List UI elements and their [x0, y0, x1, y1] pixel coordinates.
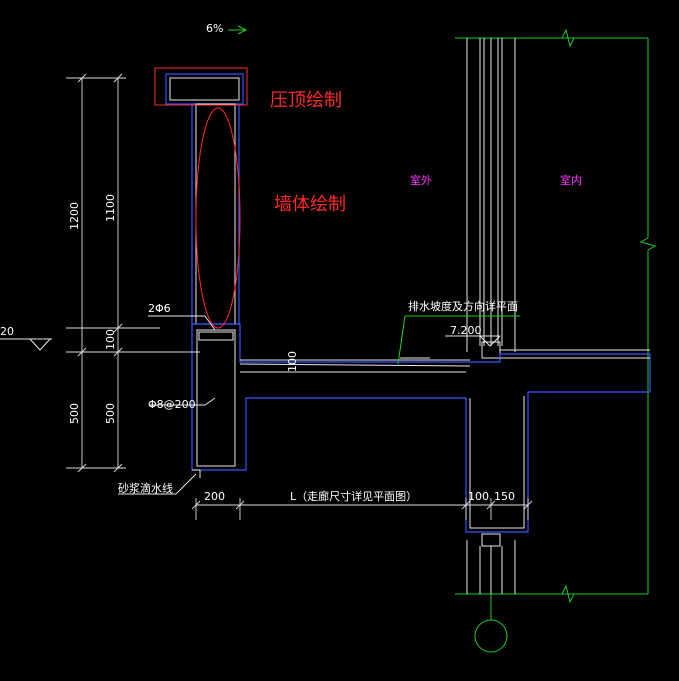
- dim-500-outer: 500: [68, 403, 81, 424]
- elevation-label: 7.200: [450, 324, 482, 337]
- drain-note: 排水坡度及方向详平面: [408, 299, 518, 313]
- coping-callout: 压顶绘制: [270, 90, 342, 111]
- parapet-wall: [191, 103, 240, 325]
- left-dimensions: [66, 73, 200, 473]
- left-elevation-marker: [0, 338, 52, 351]
- axis-bubble: [474, 619, 508, 653]
- indoor-label: 室内: [560, 173, 582, 187]
- left-elevation-fragment: 20: [0, 325, 14, 338]
- annotations: [154, 67, 248, 329]
- outdoor-label: 室外: [410, 173, 432, 187]
- drip-line-label: 砂浆滴水线: [118, 481, 173, 495]
- leader-lines: [118, 25, 520, 495]
- slope-top-label: 6%: [206, 22, 223, 35]
- concrete-structure: [191, 323, 651, 533]
- rebar-stirrup-label: Φ8@200: [148, 398, 196, 411]
- bottom-dimensions: [191, 498, 533, 520]
- window-frame-lines: [466, 38, 516, 594]
- dim-1200: 1200: [68, 202, 81, 230]
- dim-L: L（走廊尺寸详见平面图）: [290, 489, 417, 503]
- dim-150: 150: [494, 490, 515, 503]
- dim-100-slab: 100: [286, 351, 299, 372]
- rebar-top-label: 2Φ6: [148, 302, 171, 315]
- dim-1100: 1100: [104, 194, 117, 222]
- dim-100-horizontal: 100: [468, 490, 489, 503]
- axis-lines: [455, 28, 657, 653]
- elevation-marker: [445, 335, 501, 347]
- dim-200: 200: [204, 490, 225, 503]
- dim-100-vertical: 100: [104, 329, 117, 350]
- coping: [165, 73, 244, 105]
- dim-500-inner: 500: [104, 403, 117, 424]
- wall-callout: 墙体绘制: [274, 194, 346, 215]
